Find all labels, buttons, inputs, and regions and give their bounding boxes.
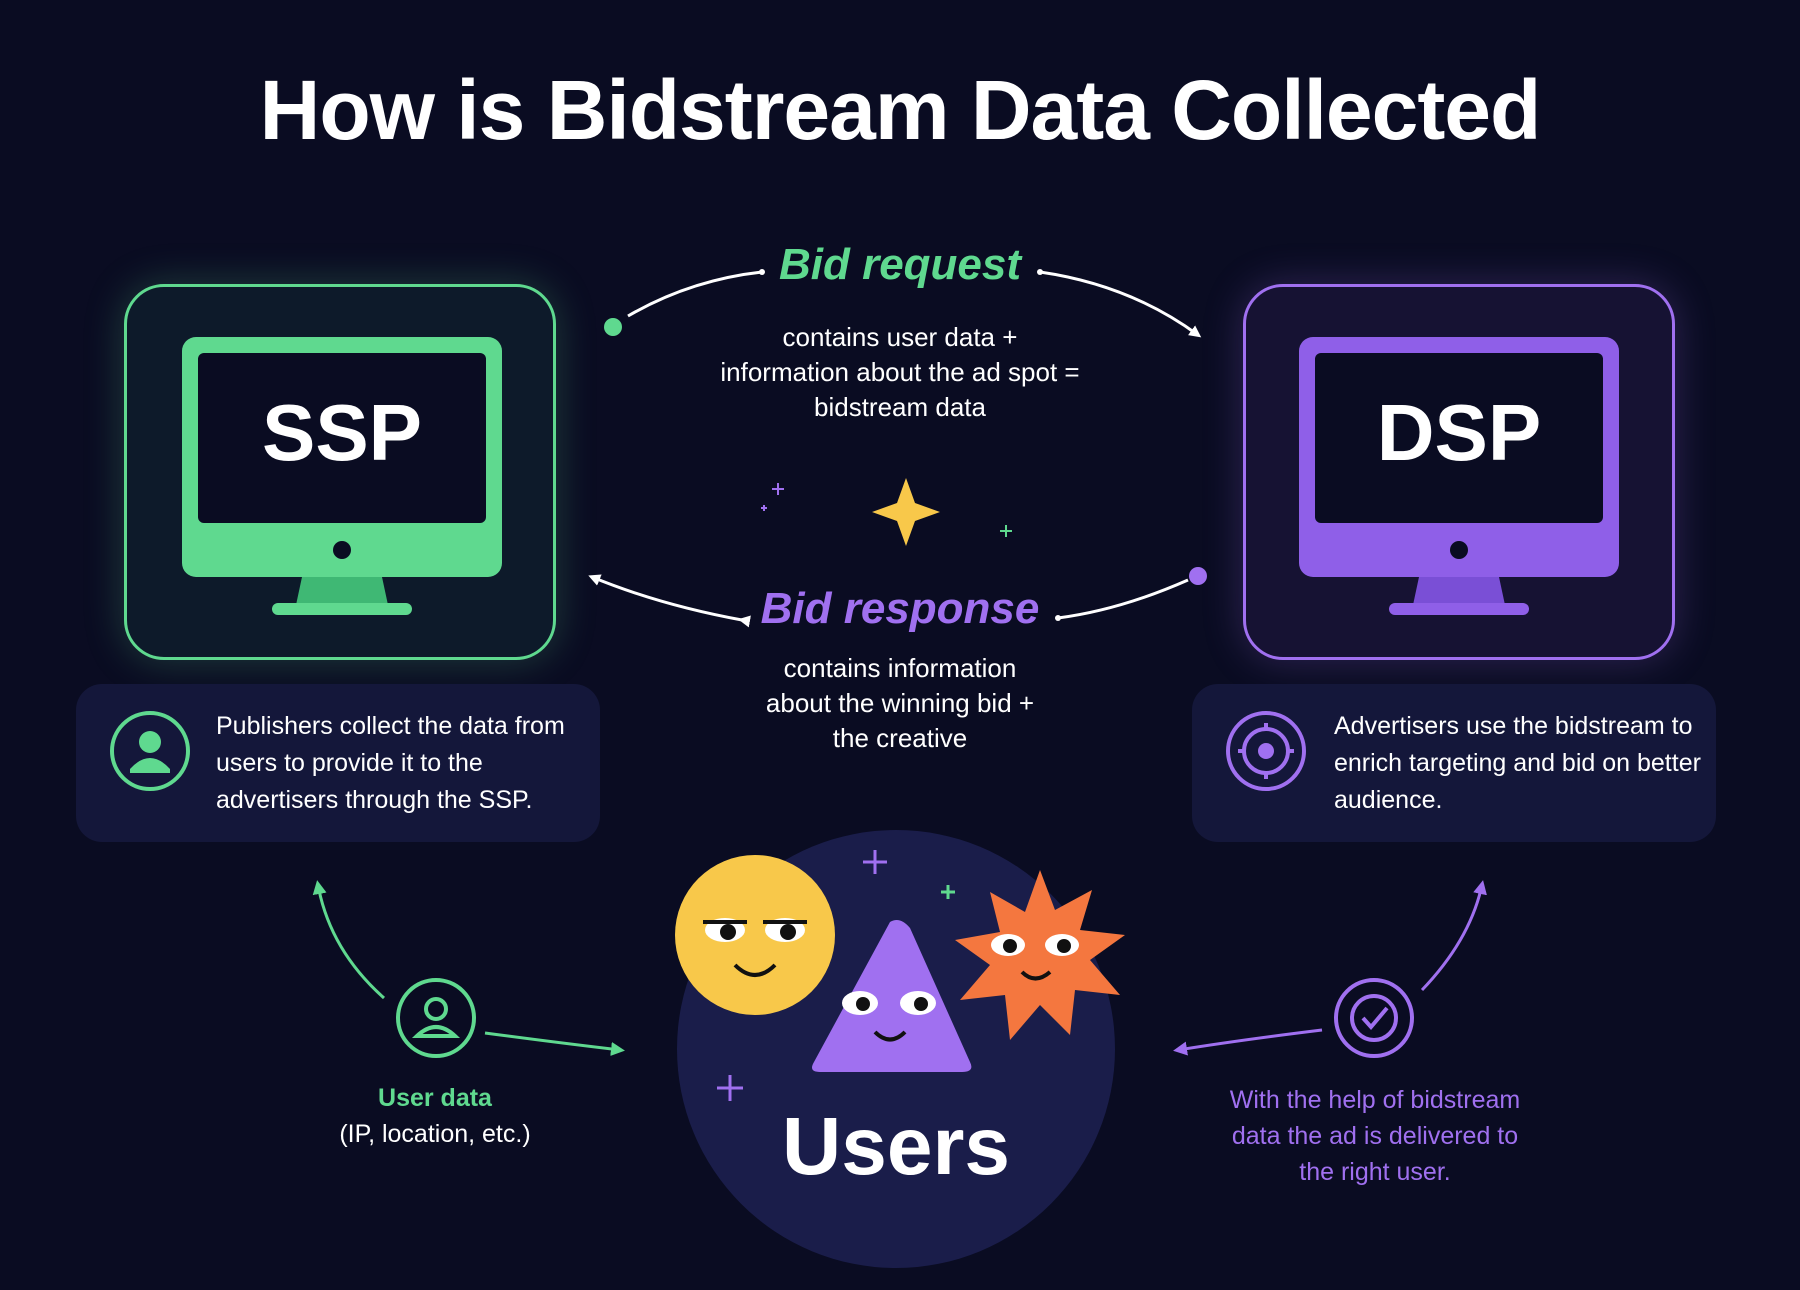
delivery-line: the right user.	[1299, 1158, 1451, 1186]
dsp-label: DSP	[1376, 388, 1542, 477]
bid-response-line: contains information	[783, 653, 1017, 683]
response-arrow-left	[588, 574, 751, 628]
delivery-arrow-left	[1173, 1028, 1323, 1056]
users-label: Users	[782, 1101, 1010, 1192]
ssp-description: Publishers collect the data from users t…	[216, 712, 565, 814]
users-characters	[675, 850, 1125, 1072]
ssp-info-box: Publishers collect the data from users t…	[76, 684, 600, 842]
user-data-label: User data	[378, 1084, 492, 1112]
sparkle-icon	[863, 850, 887, 874]
sparkle-icon	[941, 885, 955, 899]
bid-request-line: information about the ad spot =	[720, 357, 1080, 387]
delivery-caption: With the help of bidstream data the ad i…	[1175, 1082, 1575, 1190]
bid-response-label: Bid response	[760, 584, 1040, 633]
bid-request-description: contains user data + information about t…	[650, 320, 1150, 425]
user-data-caption: User data (IP, location, etc.)	[285, 1080, 585, 1152]
ssp-monitor-icon	[182, 337, 502, 615]
bid-request-line: contains user data +	[782, 322, 1018, 352]
ssp-card: SSP	[124, 284, 556, 660]
user-data-arrow-up	[312, 880, 385, 1000]
delivery-arrow-up	[1420, 880, 1487, 992]
page-title: How is Bidstream Data Collected	[259, 63, 1542, 157]
ssp-label: SSP	[261, 388, 423, 477]
delivery-line: data the ad is delivered to	[1231, 1122, 1519, 1150]
orange-star-icon	[955, 870, 1125, 1040]
response-start-dot	[1189, 567, 1207, 585]
yellow-face-icon	[675, 855, 835, 1015]
bid-request-line: bidstream data	[814, 392, 986, 422]
bid-response-line: the creative	[832, 723, 968, 753]
bid-response-description: contains information about the winning b…	[650, 651, 1150, 756]
request-arrow-left	[627, 270, 763, 318]
sparkle-icon	[717, 1075, 743, 1101]
check-icon	[1334, 978, 1414, 1058]
user-data-detail: (IP, location, etc.)	[339, 1120, 531, 1148]
request-arrow-right	[1039, 270, 1202, 338]
bid-request-label: Bid request	[778, 240, 1022, 289]
user-outline-icon	[396, 978, 476, 1058]
response-arrow-right	[1057, 578, 1189, 620]
dsp-card: DSP	[1243, 284, 1675, 660]
dsp-description: Advertisers use the bidstream to enrich …	[1334, 712, 1701, 814]
request-start-dot	[604, 318, 622, 336]
purple-triangle-icon	[812, 920, 972, 1072]
target-icon	[1226, 711, 1306, 791]
dsp-info-box: Advertisers use the bidstream to enrich …	[1192, 684, 1716, 842]
dsp-monitor-icon	[1299, 337, 1619, 615]
bid-response-line: about the winning bid +	[765, 688, 1035, 718]
delivery-line: With the help of bidstream	[1229, 1086, 1521, 1114]
sparkle-icon	[872, 478, 940, 546]
user-data-arrow-right	[484, 1031, 625, 1056]
person-icon	[110, 711, 190, 791]
